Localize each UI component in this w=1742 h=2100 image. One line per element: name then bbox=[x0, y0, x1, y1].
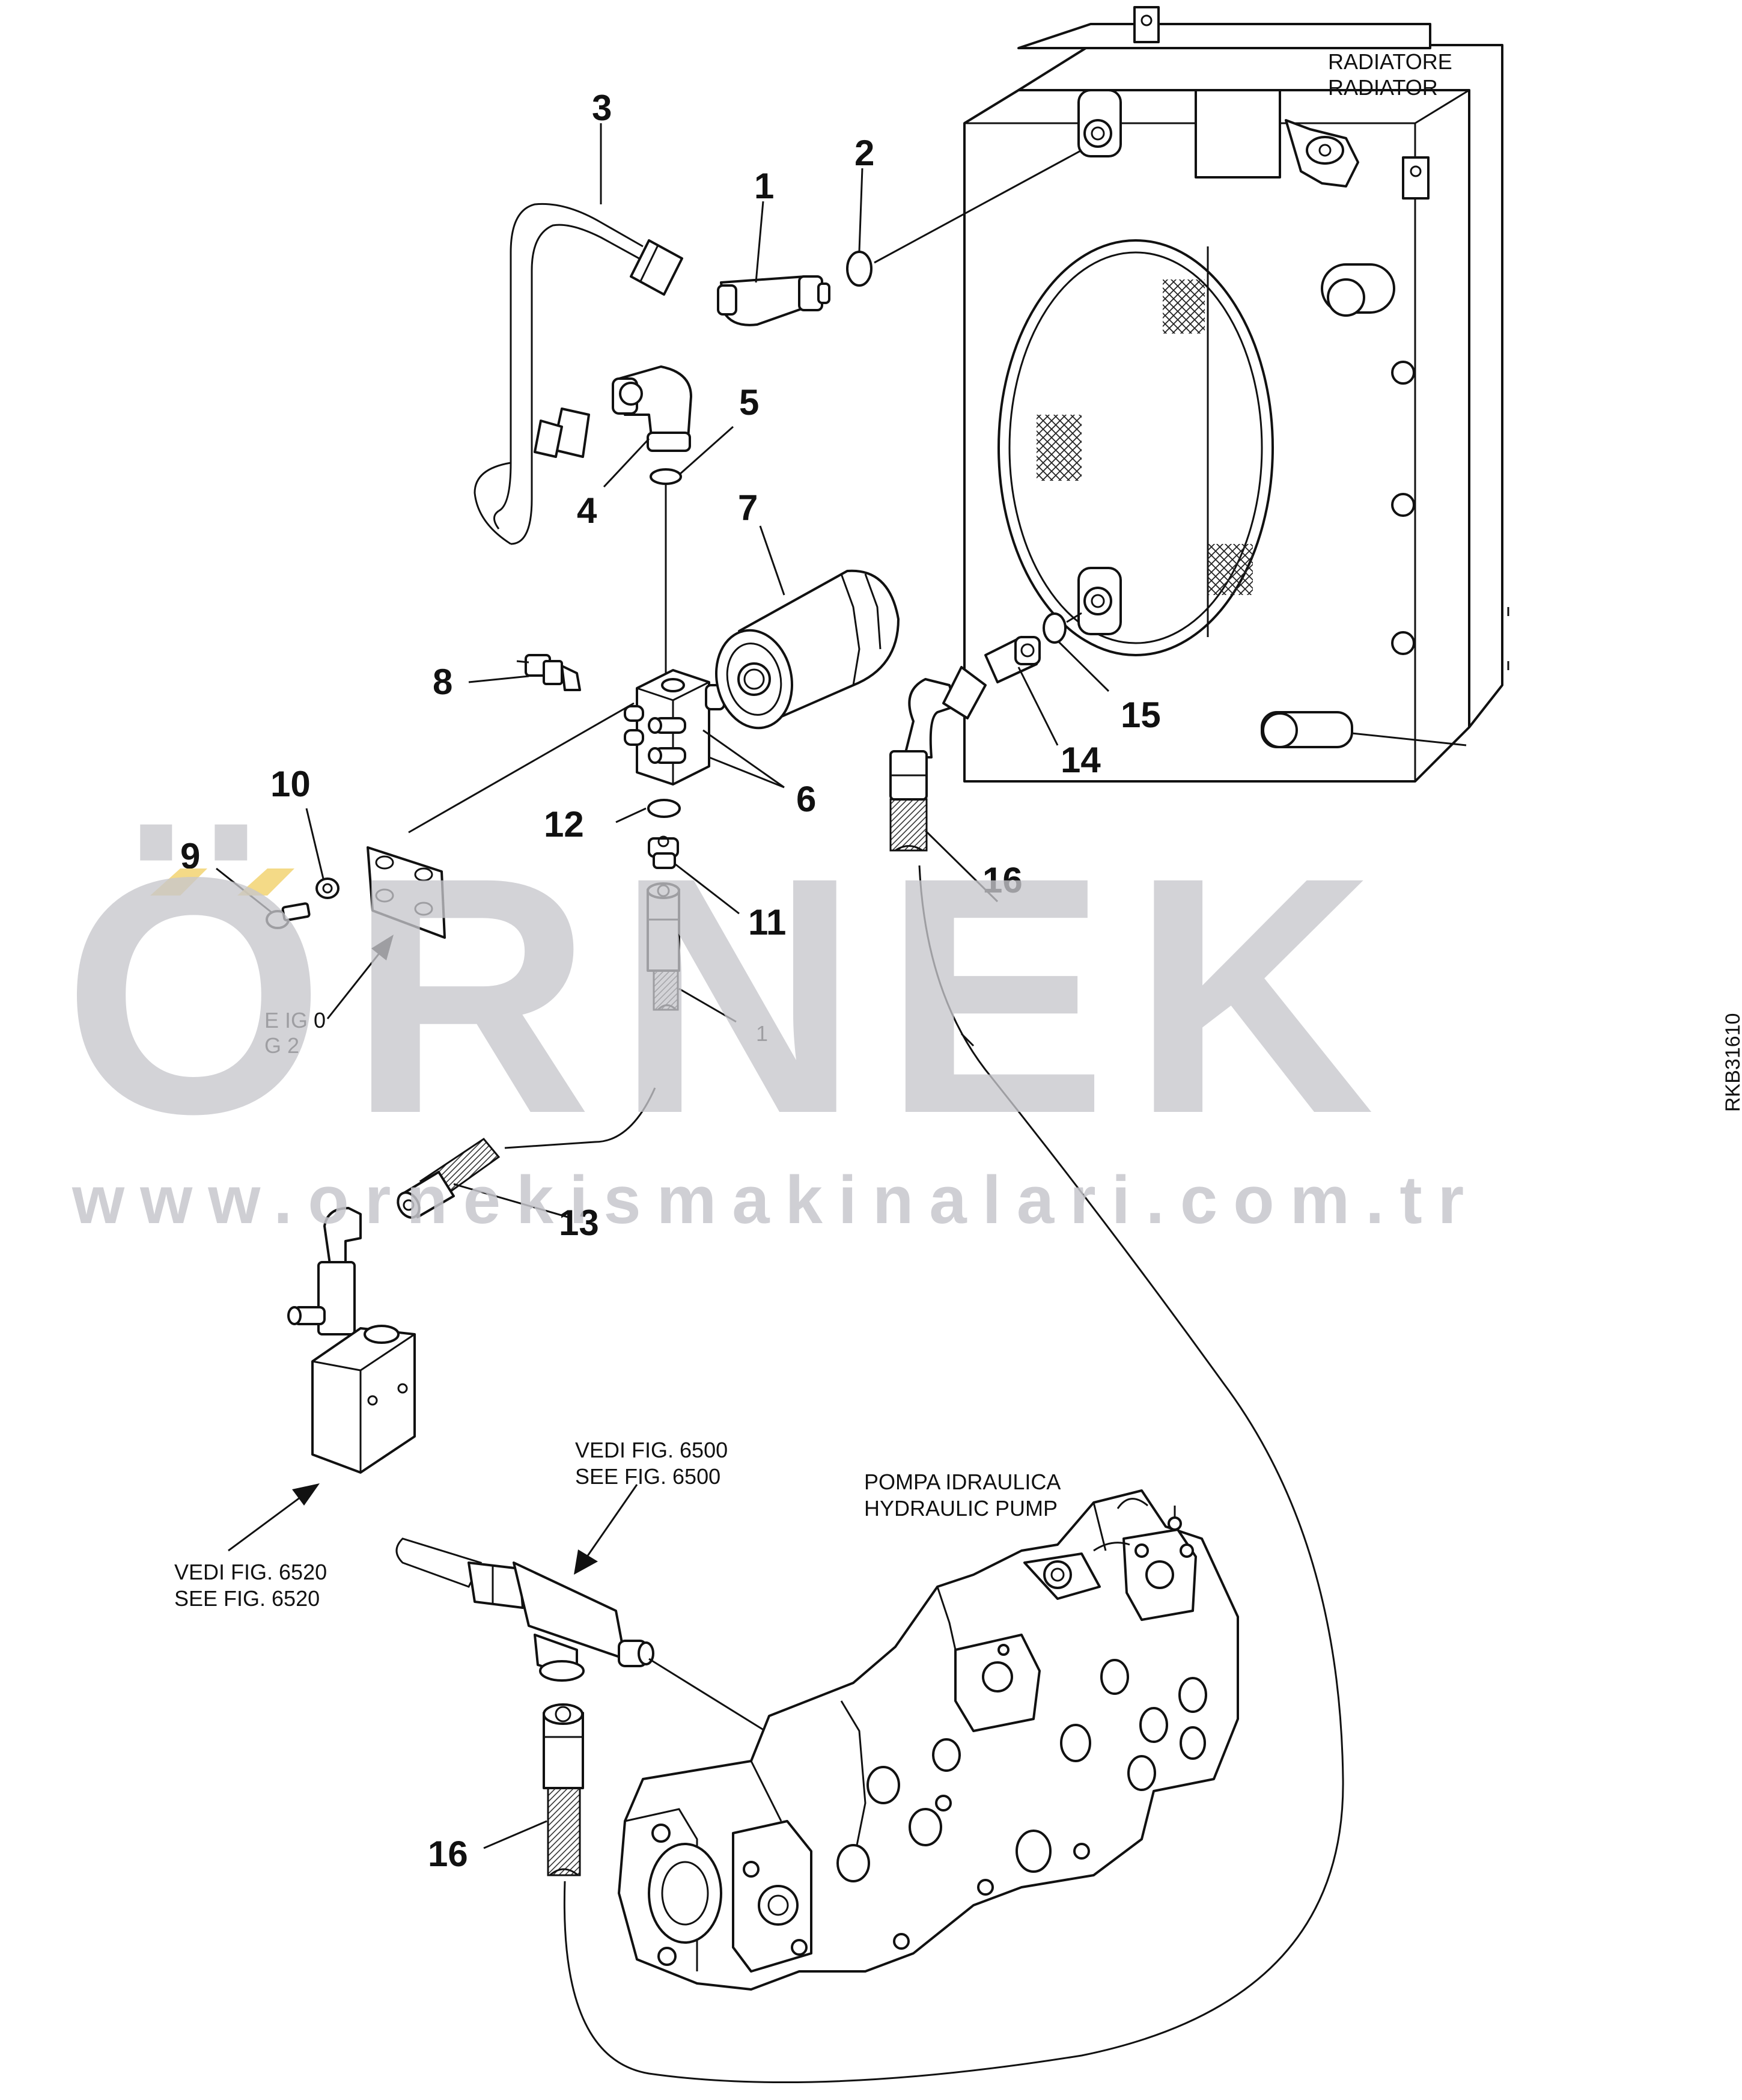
arrow-6500 bbox=[582, 1484, 638, 1563]
callout-4: 4 bbox=[577, 490, 597, 531]
elbow-fitting-4 bbox=[612, 365, 692, 452]
tee-fitting bbox=[395, 1537, 654, 1682]
ref-6520-it: VEDI FIG. 6520 bbox=[174, 1560, 327, 1584]
callout-10: 10 bbox=[270, 764, 311, 804]
o-ring-12 bbox=[647, 799, 681, 818]
hydraulic-pump bbox=[618, 1489, 1239, 1991]
o-ring-5 bbox=[650, 468, 682, 485]
callout-2: 2 bbox=[854, 133, 874, 173]
pump-label-en: HYDRAULIC PUMP bbox=[864, 1496, 1058, 1521]
ref-6520-en: SEE FIG. 6520 bbox=[174, 1586, 320, 1611]
adapter-14 bbox=[984, 636, 1041, 683]
callout-16-lower: 16 bbox=[428, 1834, 468, 1874]
radiator-label-en: RADIATOR bbox=[1328, 75, 1438, 100]
partial-ref-line-2: G 2 bbox=[264, 1033, 299, 1058]
valve-block bbox=[287, 1207, 416, 1474]
pressure-sensor-8 bbox=[516, 654, 581, 691]
mounting-bracket bbox=[367, 846, 446, 939]
o-ring-2 bbox=[846, 251, 873, 287]
callout-numbers: 1 2 3 4 5 6 7 8 9 10 11 12 13 14 15 16 1… bbox=[180, 88, 1161, 1874]
watermark-url: www.orneki​smakinalari.com.tr bbox=[72, 1162, 1479, 1238]
callout-6: 6 bbox=[796, 779, 816, 819]
callout-5: 5 bbox=[739, 382, 759, 423]
ref-6500-en: SEE FIG. 6500 bbox=[575, 1464, 720, 1489]
bolt-9 bbox=[266, 902, 311, 929]
watermark: ÖRNEK www.orneki​smakinalari.com.tr bbox=[63, 807, 1479, 1238]
callout-3: 3 bbox=[592, 88, 612, 128]
oil-filter-7 bbox=[715, 569, 900, 730]
arrow-6520 bbox=[228, 1489, 310, 1552]
callout-13: 13 bbox=[559, 1203, 599, 1243]
radiator-label-it: RADIATORE bbox=[1328, 49, 1452, 74]
drawing-code: RKB31610 bbox=[1722, 1013, 1742, 1112]
watermark-accent-left bbox=[150, 868, 207, 896]
callout-15: 15 bbox=[1121, 695, 1161, 735]
callout-11: 11 bbox=[748, 902, 786, 942]
watermark-text: ÖRNEK bbox=[63, 807, 1398, 1183]
hose-13 bbox=[647, 882, 680, 1011]
elbow-fitting-1 bbox=[717, 275, 830, 326]
washer-10 bbox=[315, 878, 340, 899]
partial-ref-line-1: E IG 0 bbox=[264, 1008, 326, 1033]
pump-label-it: POMPA IDRAULICA bbox=[864, 1470, 1061, 1494]
callout-8: 8 bbox=[433, 662, 452, 702]
filter-head-6 bbox=[624, 669, 725, 786]
pipe-3 bbox=[474, 203, 683, 545]
partial-ref-line-3: 1 bbox=[756, 1021, 768, 1046]
o-ring-15 bbox=[1043, 612, 1067, 644]
hose-16-lower bbox=[543, 1703, 584, 1876]
callout-14: 14 bbox=[1061, 740, 1101, 780]
hose-16-right bbox=[889, 666, 987, 852]
hose-13-lower bbox=[397, 1138, 501, 1219]
radiator bbox=[963, 6, 1509, 783]
callout-1: 1 bbox=[754, 166, 774, 206]
callout-12: 12 bbox=[544, 804, 584, 844]
watermark-accent-right bbox=[237, 868, 294, 896]
callout-7: 7 bbox=[738, 487, 758, 528]
callout-16-upper: 16 bbox=[982, 860, 1023, 900]
ref-6500-it: VEDI FIG. 6500 bbox=[575, 1438, 728, 1462]
adapter-11 bbox=[648, 835, 679, 869]
